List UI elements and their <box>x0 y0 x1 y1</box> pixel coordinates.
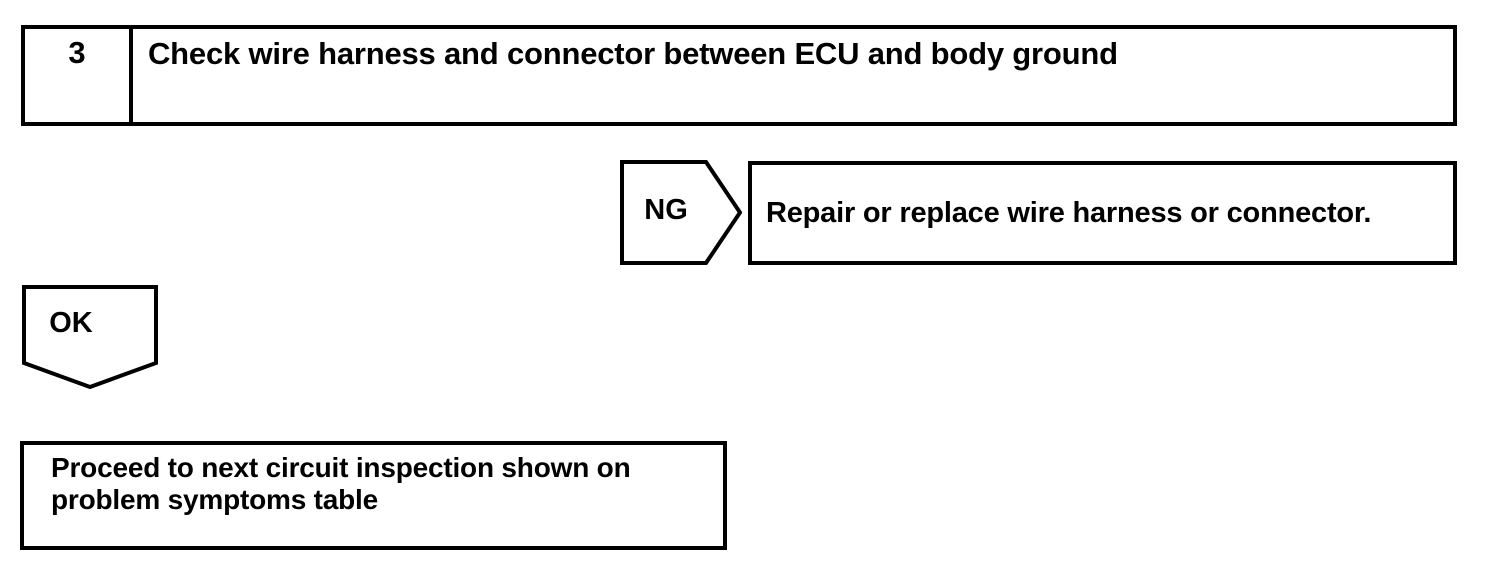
ng-arrow-shape <box>620 160 742 265</box>
ng-result-box: Repair or replace wire harness or connec… <box>748 161 1457 265</box>
ng-branch-arrow: NG <box>620 160 742 265</box>
ok-branch-arrow: OK <box>22 285 158 389</box>
step-title: Check wire harness and connector between… <box>148 36 1118 71</box>
ng-branch-label: NG <box>644 194 688 226</box>
ok-arrow-shape <box>22 285 158 389</box>
step-title-cell: Check wire harness and connector between… <box>133 29 1453 122</box>
step-number: 3 <box>68 35 86 70</box>
ng-result-text: Repair or replace wire harness or connec… <box>766 196 1372 229</box>
ok-result-text: Proceed to next circuit inspection shown… <box>51 452 631 515</box>
ok-branch-label: OK <box>49 307 93 339</box>
step-header-row: 3 Check wire harness and connector betwe… <box>21 25 1457 126</box>
step-number-cell: 3 <box>25 29 133 122</box>
ok-result-box: Proceed to next circuit inspection shown… <box>20 441 727 550</box>
